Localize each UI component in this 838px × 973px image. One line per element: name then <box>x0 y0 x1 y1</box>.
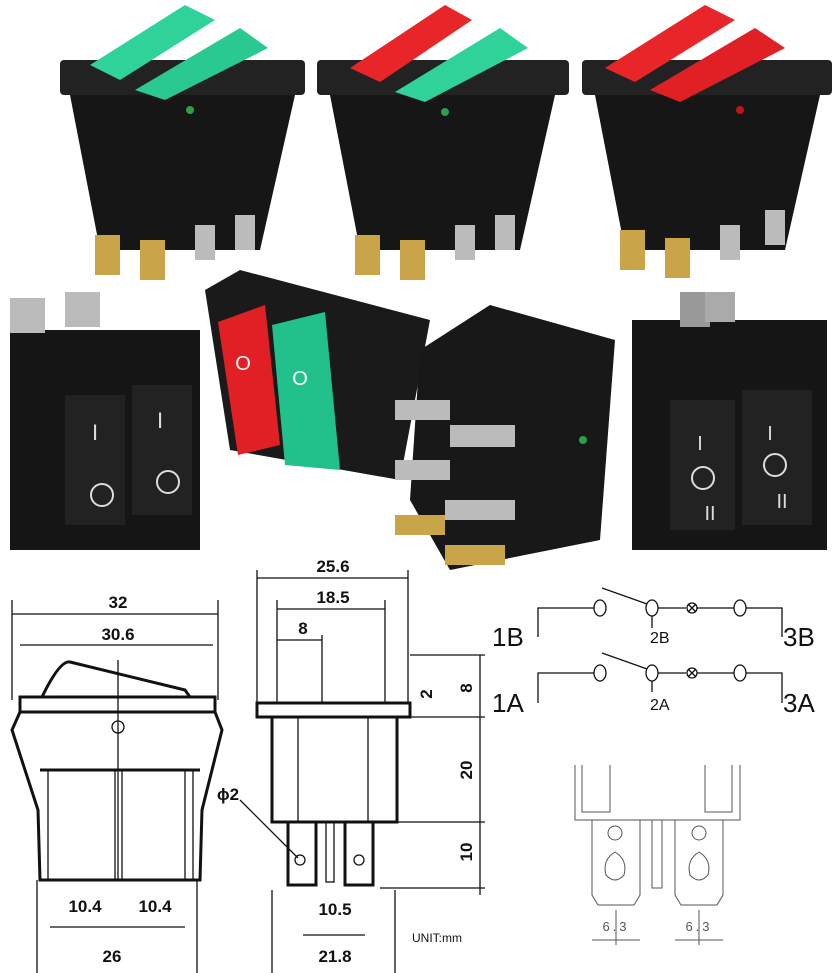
dim-26: 26 <box>103 947 122 966</box>
dim-32: 32 <box>109 593 128 612</box>
wiring-schematic: 1B 2B 3B 1A 2A 3A <box>492 587 815 718</box>
terminal-3a: 3A <box>783 688 815 718</box>
switch-photo-black-io: I I <box>10 292 200 550</box>
svg-text:I: I <box>157 408 163 433</box>
dim-8-height: 8 <box>457 683 476 692</box>
terminal-detail-drawing: 6.3 6.3 <box>574 765 741 945</box>
svg-text:I: I <box>92 420 98 445</box>
switch-photo-red-red <box>582 5 832 278</box>
svg-text:O: O <box>292 368 308 390</box>
dim-10-4-right: 10.4 <box>138 897 172 916</box>
dim-10: 10 <box>457 843 476 862</box>
red-rocker <box>350 5 472 82</box>
terminal-1b: 1B <box>492 622 524 652</box>
dim-hole: ϕ2 <box>217 785 239 804</box>
switch-photo-red-green <box>317 5 569 280</box>
svg-text:I: I <box>697 433 703 455</box>
front-view-drawing: 32 30.6 10.4 10.4 26 <box>10 593 224 973</box>
dim-2: 2 <box>417 689 436 698</box>
terminal-width-right: 6.3 <box>685 919 712 934</box>
dim-18-5: 18.5 <box>316 588 349 607</box>
red-rocker <box>218 305 280 455</box>
dim-30-6: 30.6 <box>101 625 134 644</box>
switch-photo-black-io-ii: I II I II <box>632 292 827 550</box>
indicator-led <box>186 106 194 114</box>
svg-text:I: I <box>767 423 773 445</box>
dim-10-4-left: 10.4 <box>68 897 102 916</box>
side-view-drawing: 25.6 18.5 8 2 8 20 10 ϕ2 10.5 21.8 UNIT:… <box>217 557 485 973</box>
green-rocker <box>272 312 340 470</box>
dim-8-rocker: 8 <box>298 619 307 638</box>
dim-10-5: 10.5 <box>318 900 351 919</box>
red-rocker-2 <box>650 28 785 102</box>
switch-photo-rear <box>395 305 615 570</box>
terminal-width-left: 6.3 <box>602 919 629 934</box>
unit-label: UNIT:mm <box>412 931 462 945</box>
indicator-led <box>736 106 744 114</box>
dim-20: 20 <box>457 761 476 780</box>
terminal-3b: 3B <box>783 622 815 652</box>
green-rocker-2 <box>135 28 268 100</box>
red-rocker-1 <box>605 5 735 82</box>
svg-text:O: O <box>235 353 251 375</box>
svg-text:II: II <box>704 503 715 525</box>
terminal-1a: 1A <box>492 688 524 718</box>
green-rocker <box>395 28 528 102</box>
dim-21-8: 21.8 <box>318 947 351 966</box>
indicator-led <box>441 108 449 116</box>
terminal-2b: 2B <box>650 630 670 647</box>
dim-25-6: 25.6 <box>316 557 349 576</box>
svg-text:II: II <box>776 491 787 513</box>
green-rocker-1 <box>90 5 215 80</box>
switch-photo-green-green <box>60 5 305 280</box>
terminal-2a: 2A <box>650 697 670 714</box>
switch-photo-red-green-front: O O <box>205 270 430 480</box>
